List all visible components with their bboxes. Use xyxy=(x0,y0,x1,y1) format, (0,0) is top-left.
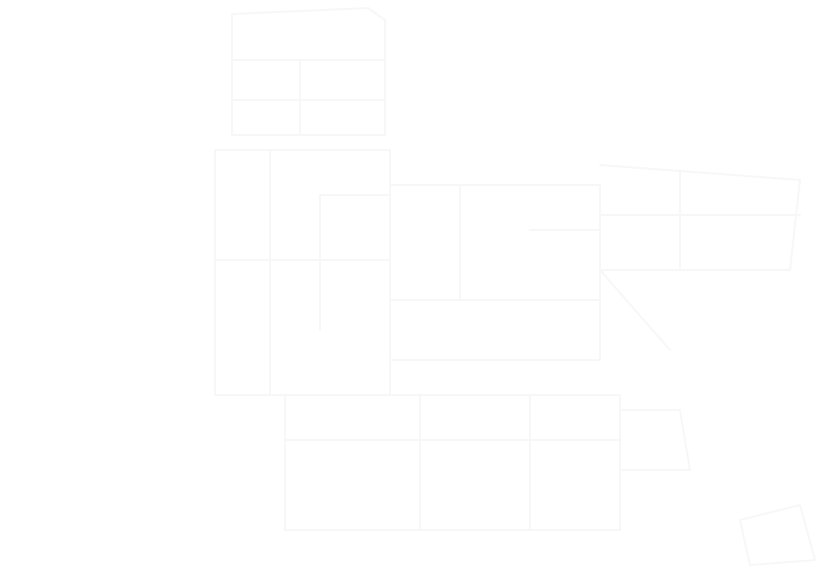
right-wing-outline xyxy=(599,164,801,271)
tower-outline xyxy=(231,7,386,136)
stair-detail xyxy=(739,504,816,566)
stair-detail xyxy=(619,409,691,471)
left-block-outline xyxy=(214,149,391,396)
right-wing-wall xyxy=(599,269,671,351)
lower-annex-outline xyxy=(284,394,621,531)
middle-wing-outline xyxy=(389,184,601,361)
